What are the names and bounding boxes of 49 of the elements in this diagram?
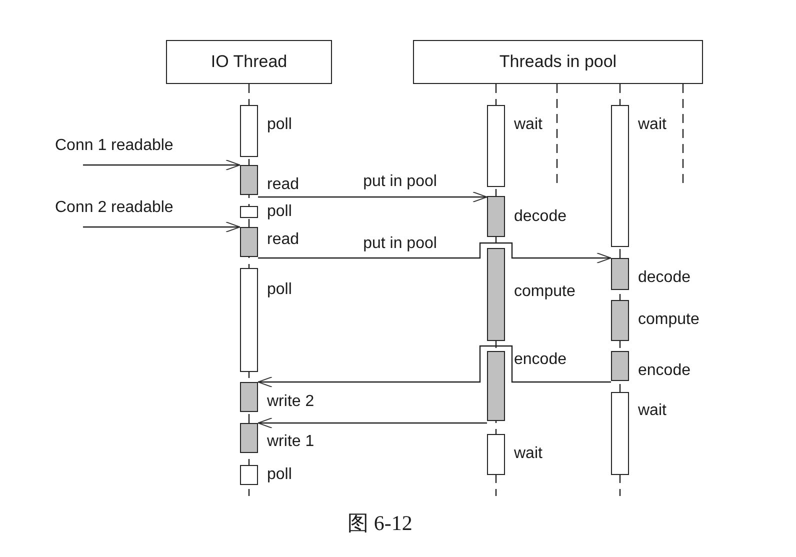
- step-label: encode: [514, 352, 566, 368]
- activation-bar: [611, 351, 629, 381]
- step-label: decode: [514, 209, 566, 225]
- step-label: compute: [638, 312, 700, 328]
- step-label: write 2: [267, 394, 314, 410]
- activation-bar: [240, 382, 258, 412]
- step-label: read: [267, 177, 300, 193]
- edge-label: put in pool: [363, 236, 437, 252]
- step-label: wait: [514, 446, 542, 462]
- step-label: poll: [267, 282, 292, 298]
- activation-bar: [487, 248, 505, 341]
- edge-label: Conn 2 readable: [55, 200, 174, 216]
- arrow: [83, 160, 240, 170]
- edge-label: put in pool: [363, 174, 437, 190]
- step-label: poll: [267, 467, 292, 483]
- activation-bar: [240, 227, 258, 257]
- arrow: [258, 242, 612, 264]
- activation-bar: [487, 105, 505, 187]
- arrow: [83, 222, 240, 232]
- step-label: poll: [267, 204, 292, 220]
- step-label: wait: [514, 117, 542, 133]
- activation-bar: [611, 392, 629, 475]
- arrow: [258, 418, 487, 428]
- step-label: decode: [638, 270, 690, 286]
- step-label: poll: [267, 117, 292, 133]
- edge-label: Conn 1 readable: [55, 138, 174, 154]
- activation-bar: [611, 105, 629, 247]
- step-label: wait: [638, 403, 666, 419]
- activation-bar: [240, 465, 258, 485]
- activation-bar: [487, 351, 505, 421]
- lifeline-header: IO Thread: [166, 40, 332, 84]
- step-label: read: [267, 232, 300, 248]
- activation-bar: [240, 206, 258, 218]
- activation-bar: [240, 105, 258, 157]
- step-label: write 1: [267, 434, 314, 450]
- figure-caption: 图 6-12: [348, 513, 412, 534]
- activation-bar: [240, 268, 258, 372]
- activation-bar: [487, 434, 505, 475]
- activation-bar: [611, 258, 629, 290]
- activation-bar: [240, 423, 258, 453]
- step-label: wait: [638, 117, 666, 133]
- step-label: compute: [514, 284, 576, 300]
- step-label: encode: [638, 363, 690, 379]
- activation-bar: [611, 300, 629, 341]
- arrow: [258, 192, 488, 202]
- arrow: [258, 345, 611, 388]
- activation-bar: [240, 165, 258, 195]
- activation-bar: [487, 196, 505, 237]
- lifeline-header: Threads in pool: [413, 40, 703, 84]
